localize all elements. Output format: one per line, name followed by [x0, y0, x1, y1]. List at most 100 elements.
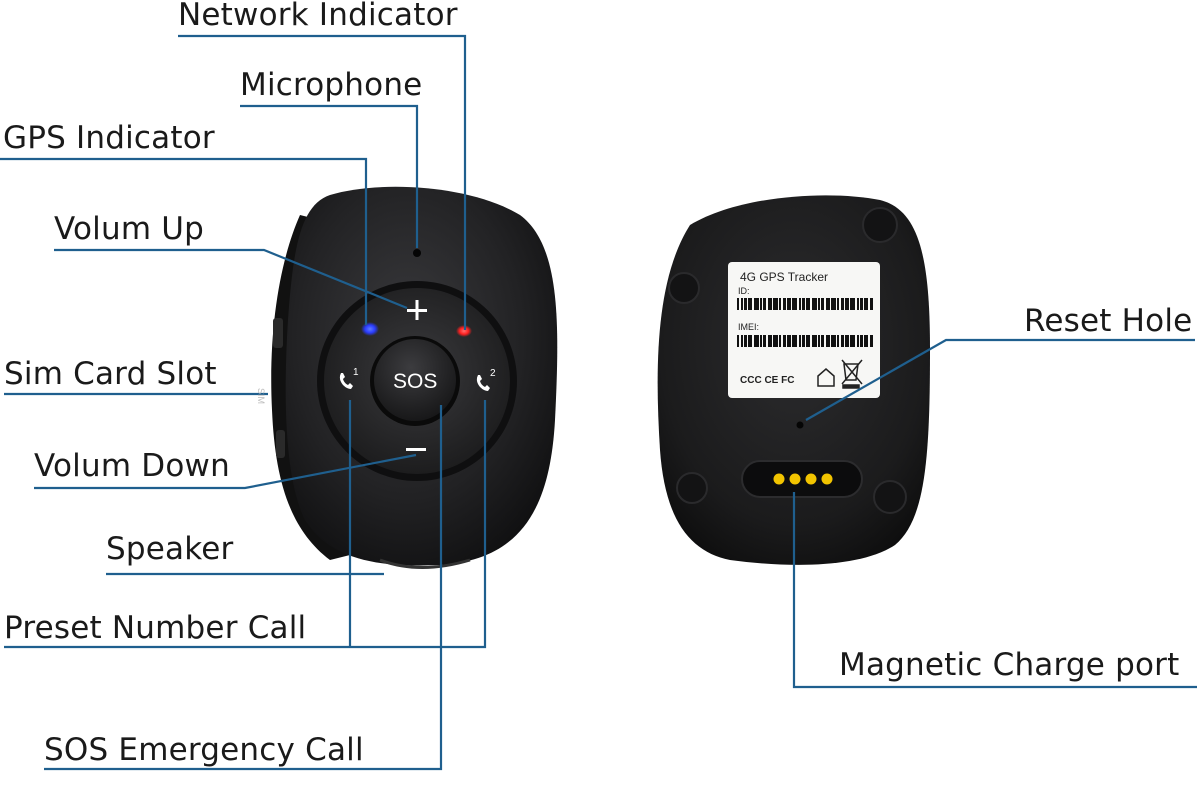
barcode-gap: [863, 335, 864, 347]
speaker-grille: [379, 558, 471, 569]
barcode-gap: [849, 335, 850, 347]
screw-top-left: [668, 272, 700, 304]
call-2-phone-icon: [476, 375, 490, 391]
barcode-gap: [747, 298, 748, 310]
barcode-gap: [772, 335, 773, 347]
label-gps-indicator: GPS Indicator: [3, 120, 215, 156]
reset-hole: [796, 421, 804, 429]
charge-pin: [773, 473, 785, 485]
callout-line-gps-indicator: [0, 157, 368, 325]
barcode-gap: [801, 335, 802, 347]
gps-led: [361, 322, 379, 336]
sticker-imei-label: IMEI:: [738, 322, 760, 332]
barcode-gap: [849, 298, 850, 310]
plus-icon: [407, 300, 427, 320]
barcode-gap: [839, 298, 841, 310]
label-network-indicator: Network Indicator: [178, 0, 458, 33]
barcode-gap: [739, 335, 741, 347]
front-device: [271, 186, 558, 569]
barcode-gap: [855, 298, 857, 310]
screw-bottom-left: [676, 472, 708, 504]
barcode-gap: [859, 335, 860, 347]
barcode-gap: [781, 335, 783, 347]
label-sos-emergency-call: SOS Emergency Call: [44, 732, 364, 768]
barcode-gap: [817, 298, 818, 310]
callout-line-reset-hole: [805, 338, 1195, 421]
barcode-gap: [805, 335, 806, 347]
barcode-gap: [844, 298, 845, 310]
barcode-gap: [786, 335, 787, 347]
barcode-gap: [820, 298, 821, 310]
barcode-gap: [786, 298, 787, 310]
side-button-lower: [276, 430, 285, 458]
call-1-digit: 1: [353, 367, 359, 378]
sticker-title: 4G GPS Tracker: [740, 270, 829, 284]
house-icon: [817, 368, 835, 387]
barcode-gap: [844, 335, 845, 347]
label-sim-card-slot: Sim Card Slot: [4, 356, 217, 392]
barcode-gap: [859, 298, 860, 310]
callout-line-preset-call-2: [4, 400, 487, 649]
sticker-id-label: ID:: [738, 286, 750, 296]
barcode-gap: [820, 335, 821, 347]
barcode-gap: [766, 335, 768, 347]
callout-line-volume-down: [34, 453, 417, 490]
label-magnetic-charge-port: Magnetic Charge port: [839, 647, 1180, 683]
sos-button-label: SOS: [393, 370, 438, 393]
barcode-gap: [772, 298, 773, 310]
label-sticker: [728, 262, 880, 398]
label-preset-number-call: Preset Number Call: [4, 610, 307, 646]
barcode-gap: [830, 298, 831, 310]
barcode-gap: [801, 298, 802, 310]
callout-lines: [0, 34, 1197, 771]
microphone-hole: [413, 249, 421, 257]
callout-line-volume-up: [54, 248, 408, 310]
barcode-gap: [739, 298, 741, 310]
barcode-gap: [839, 335, 841, 347]
barcode-gap: [830, 335, 831, 347]
barcode-gap: [766, 298, 768, 310]
barcode-gap: [743, 335, 744, 347]
barcode-gap: [747, 335, 748, 347]
charge-pin: [805, 473, 817, 485]
callout-line-magnetic-charge-port: [792, 492, 1197, 689]
weee-bin-icon: [841, 359, 863, 389]
sos-button: [374, 339, 456, 421]
barcode-gap: [817, 335, 818, 347]
barcode-gap: [863, 298, 864, 310]
callout-line-sos-emergency-call: [44, 405, 443, 771]
minus-icon: [406, 448, 426, 451]
call-2-digit: 2: [490, 368, 496, 379]
barcode-gap: [868, 335, 870, 347]
callout-line-microphone: [240, 104, 419, 248]
call-1-phone-icon: [339, 373, 353, 389]
back-device: [657, 195, 930, 565]
charge-pin: [821, 473, 833, 485]
side-button-upper: [273, 318, 283, 348]
barcode-gap: [762, 335, 763, 347]
barcode-gaps: [739, 298, 870, 347]
screw-top-right: [862, 207, 898, 243]
barcode-gap: [778, 298, 779, 310]
barcode-gap: [810, 298, 812, 310]
barcode-gap: [805, 298, 806, 310]
barcode-gap: [752, 335, 754, 347]
barcode-gap: [762, 298, 763, 310]
barcode-gap: [836, 298, 837, 310]
callout-line-network-indicator: [178, 34, 467, 330]
barcode-gap: [791, 335, 792, 347]
barcode-gap: [791, 298, 792, 310]
charge-pin: [789, 473, 801, 485]
barcode-gap: [781, 298, 783, 310]
screw-bottom-right: [873, 480, 907, 514]
label-speaker: Speaker: [106, 531, 234, 567]
charge-port: [741, 460, 863, 498]
barcode-gap: [778, 335, 779, 347]
barcode-gap: [759, 335, 760, 347]
side-slot-text: SIM: [256, 388, 266, 405]
barcode-gap: [759, 298, 760, 310]
label-microphone: Microphone: [240, 67, 423, 103]
network-led: [456, 325, 472, 337]
